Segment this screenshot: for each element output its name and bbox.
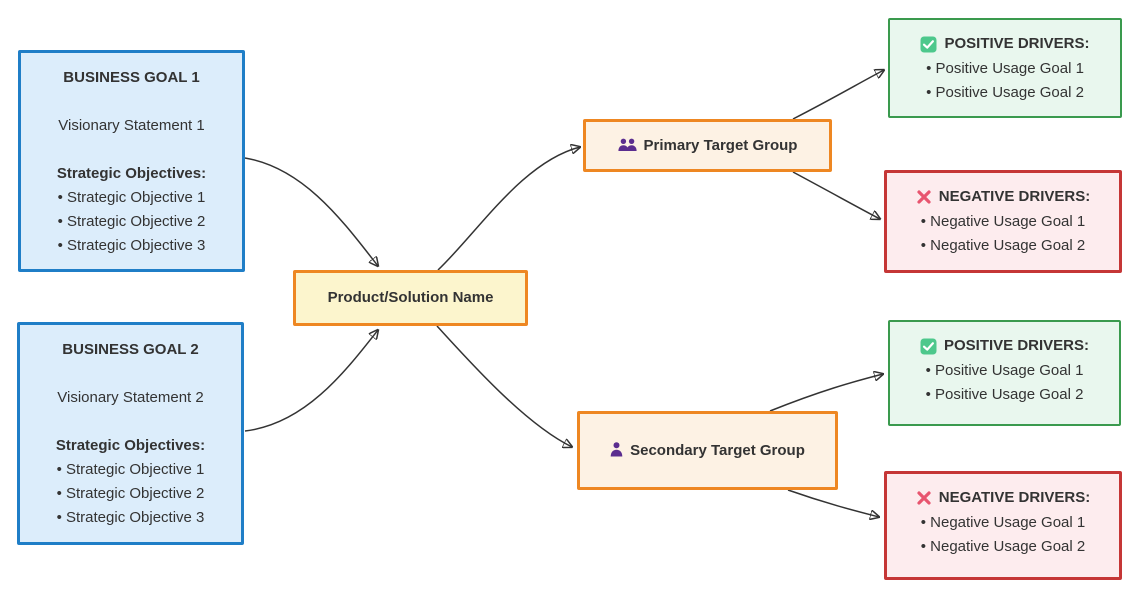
spacer bbox=[27, 138, 236, 162]
spacer bbox=[26, 410, 235, 434]
driver-item: Negative Usage Goal 1 bbox=[893, 511, 1113, 535]
driver-item: Negative Usage Goal 1 bbox=[893, 210, 1113, 234]
visionary-statement: Visionary Statement 1 bbox=[58, 117, 205, 134]
driver-item: Positive Usage Goal 1 bbox=[896, 57, 1114, 81]
secondary-target-group-node: Secondary Target Group bbox=[577, 411, 838, 490]
objectives-label: Strategic Objectives: bbox=[55, 437, 206, 454]
edge-goal2-product bbox=[244, 330, 378, 432]
group-label-wrap: Secondary Target Group bbox=[610, 439, 805, 463]
user-icon bbox=[610, 441, 623, 457]
driver-title: NEGATIVE DRIVERS: bbox=[938, 489, 1091, 506]
business-goal-1-node: BUSINESS GOAL 1 Visionary Statement 1 St… bbox=[18, 50, 245, 272]
negative-drivers-secondary-node: NEGATIVE DRIVERS: Negative Usage Goal 1 … bbox=[884, 471, 1122, 580]
driver-title: POSITIVE DRIVERS: bbox=[943, 337, 1090, 354]
spacer bbox=[27, 90, 236, 114]
objective-item: Strategic Objective 1 bbox=[26, 458, 235, 482]
check-icon bbox=[920, 36, 937, 53]
cross-icon bbox=[916, 490, 932, 506]
business-goal-title: BUSINESS GOAL 2 bbox=[62, 341, 199, 358]
positive-drivers-secondary-node: POSITIVE DRIVERS: Positive Usage Goal 1 … bbox=[888, 320, 1121, 426]
product-label: Product/Solution Name bbox=[327, 289, 494, 306]
driver-item: Positive Usage Goal 2 bbox=[896, 383, 1113, 407]
cross-icon bbox=[916, 189, 932, 205]
driver-title-row: POSITIVE DRIVERS: bbox=[896, 31, 1114, 57]
group-label-wrap: Primary Target Group bbox=[617, 134, 798, 158]
check-icon bbox=[920, 338, 937, 355]
business-goal-title: BUSINESS GOAL 1 bbox=[63, 69, 200, 86]
driver-title-row: NEGATIVE DRIVERS: bbox=[893, 184, 1113, 210]
negative-drivers-primary-node: NEGATIVE DRIVERS: Negative Usage Goal 1 … bbox=[884, 170, 1122, 273]
users-icon bbox=[617, 138, 637, 152]
objective-item: Strategic Objective 3 bbox=[26, 506, 235, 530]
driver-title: NEGATIVE DRIVERS: bbox=[938, 188, 1091, 205]
driver-item: Negative Usage Goal 2 bbox=[893, 535, 1113, 559]
edge-product-secondary bbox=[436, 325, 572, 447]
edge-secondary-negative bbox=[787, 489, 879, 517]
driver-title: POSITIVE DRIVERS: bbox=[944, 35, 1090, 52]
positive-drivers-primary-node: POSITIVE DRIVERS: Positive Usage Goal 1 … bbox=[888, 18, 1122, 118]
objective-item: Strategic Objective 1 bbox=[27, 186, 236, 210]
driver-item: Positive Usage Goal 2 bbox=[896, 81, 1114, 105]
objective-item: Strategic Objective 3 bbox=[27, 234, 236, 258]
objective-item: Strategic Objective 2 bbox=[26, 482, 235, 506]
driver-title-row: POSITIVE DRIVERS: bbox=[896, 333, 1113, 359]
objectives-label: Strategic Objectives: bbox=[56, 165, 207, 182]
edge-primary-negative bbox=[792, 171, 880, 219]
objective-item: Strategic Objective 2 bbox=[27, 210, 236, 234]
edge-secondary-positive bbox=[769, 374, 883, 412]
business-goal-2-node: BUSINESS GOAL 2 Visionary Statement 2 St… bbox=[17, 322, 244, 545]
primary-target-group-node: Primary Target Group bbox=[583, 119, 832, 172]
spacer bbox=[26, 362, 235, 386]
driver-item: Positive Usage Goal 1 bbox=[896, 359, 1113, 383]
product-solution-node: Product/Solution Name bbox=[293, 270, 528, 326]
edge-goal1-product bbox=[244, 157, 378, 266]
driver-title-row: NEGATIVE DRIVERS: bbox=[893, 485, 1113, 511]
driver-item: Negative Usage Goal 2 bbox=[893, 234, 1113, 258]
edge-primary-positive bbox=[792, 70, 884, 120]
group-label: Secondary Target Group bbox=[630, 441, 805, 459]
visionary-statement: Visionary Statement 2 bbox=[57, 389, 204, 406]
group-label: Primary Target Group bbox=[643, 136, 798, 154]
edge-product-primary bbox=[437, 147, 580, 271]
